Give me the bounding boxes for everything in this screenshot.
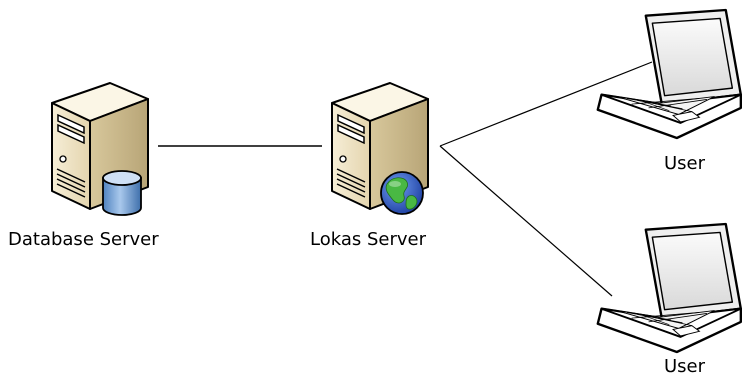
laptop-icon xyxy=(596,222,743,354)
laptop-icon xyxy=(596,8,743,140)
user-top-node[interactable] xyxy=(596,8,743,140)
user-bottom-node[interactable] xyxy=(596,222,743,354)
lokas-server-node[interactable] xyxy=(330,81,430,215)
globe-icon xyxy=(380,171,424,215)
database-server-node[interactable] xyxy=(50,81,150,216)
lokas-server-label: Lokas Server xyxy=(310,229,426,250)
database-cylinder-icon xyxy=(102,170,142,216)
user-bottom-label: User xyxy=(664,356,706,377)
user-top-label: User xyxy=(664,153,706,174)
link-lokas-to-user-top xyxy=(439,61,653,147)
link-lokas-to-user-bottom xyxy=(439,145,613,297)
database-server-label: Database Server xyxy=(8,229,159,250)
